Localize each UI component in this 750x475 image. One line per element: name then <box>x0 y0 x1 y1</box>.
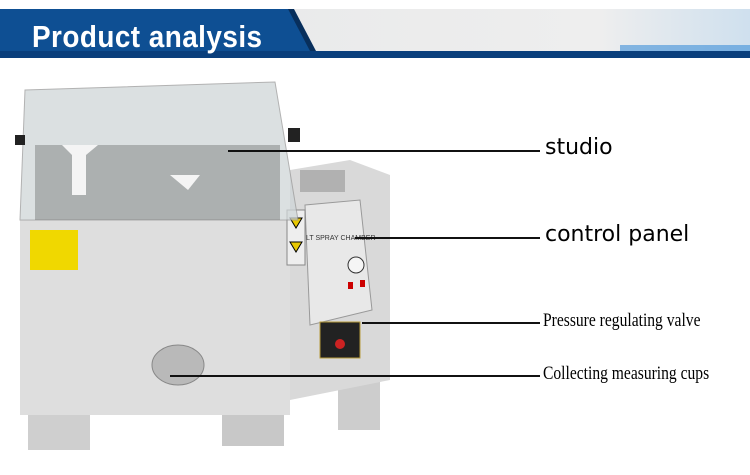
control-panel <box>304 199 373 326</box>
page-title: Product analysis <box>32 19 263 54</box>
leg-mid <box>222 410 284 446</box>
transparent-lid <box>19 81 299 221</box>
label-collecting-measuring-cups: Collecting measuring cups <box>543 363 710 384</box>
label-studio: studio <box>545 135 613 160</box>
label-control-panel: control panel <box>545 222 690 247</box>
callout-line-pressure-valve <box>362 322 540 324</box>
callout-line-studio <box>228 150 540 152</box>
label-pressure-regulating-valve: Pressure regulating valve <box>543 310 701 331</box>
header-banner: Product analysis <box>0 9 750 58</box>
pressure-gauge <box>347 256 365 274</box>
studio-chamber <box>35 145 280 220</box>
collecting-cup-window <box>151 344 205 386</box>
salt-spray-chamber-photo: LT SPRAY CHAMBER <box>15 81 390 450</box>
warning-label <box>30 230 78 270</box>
leg-left <box>28 410 90 450</box>
callout-line-control-panel <box>355 237 540 239</box>
header-background <box>0 9 750 58</box>
callout-line-collecting-cups <box>170 375 540 377</box>
panel-text: LT SPRAY CHAMBER <box>306 235 376 242</box>
